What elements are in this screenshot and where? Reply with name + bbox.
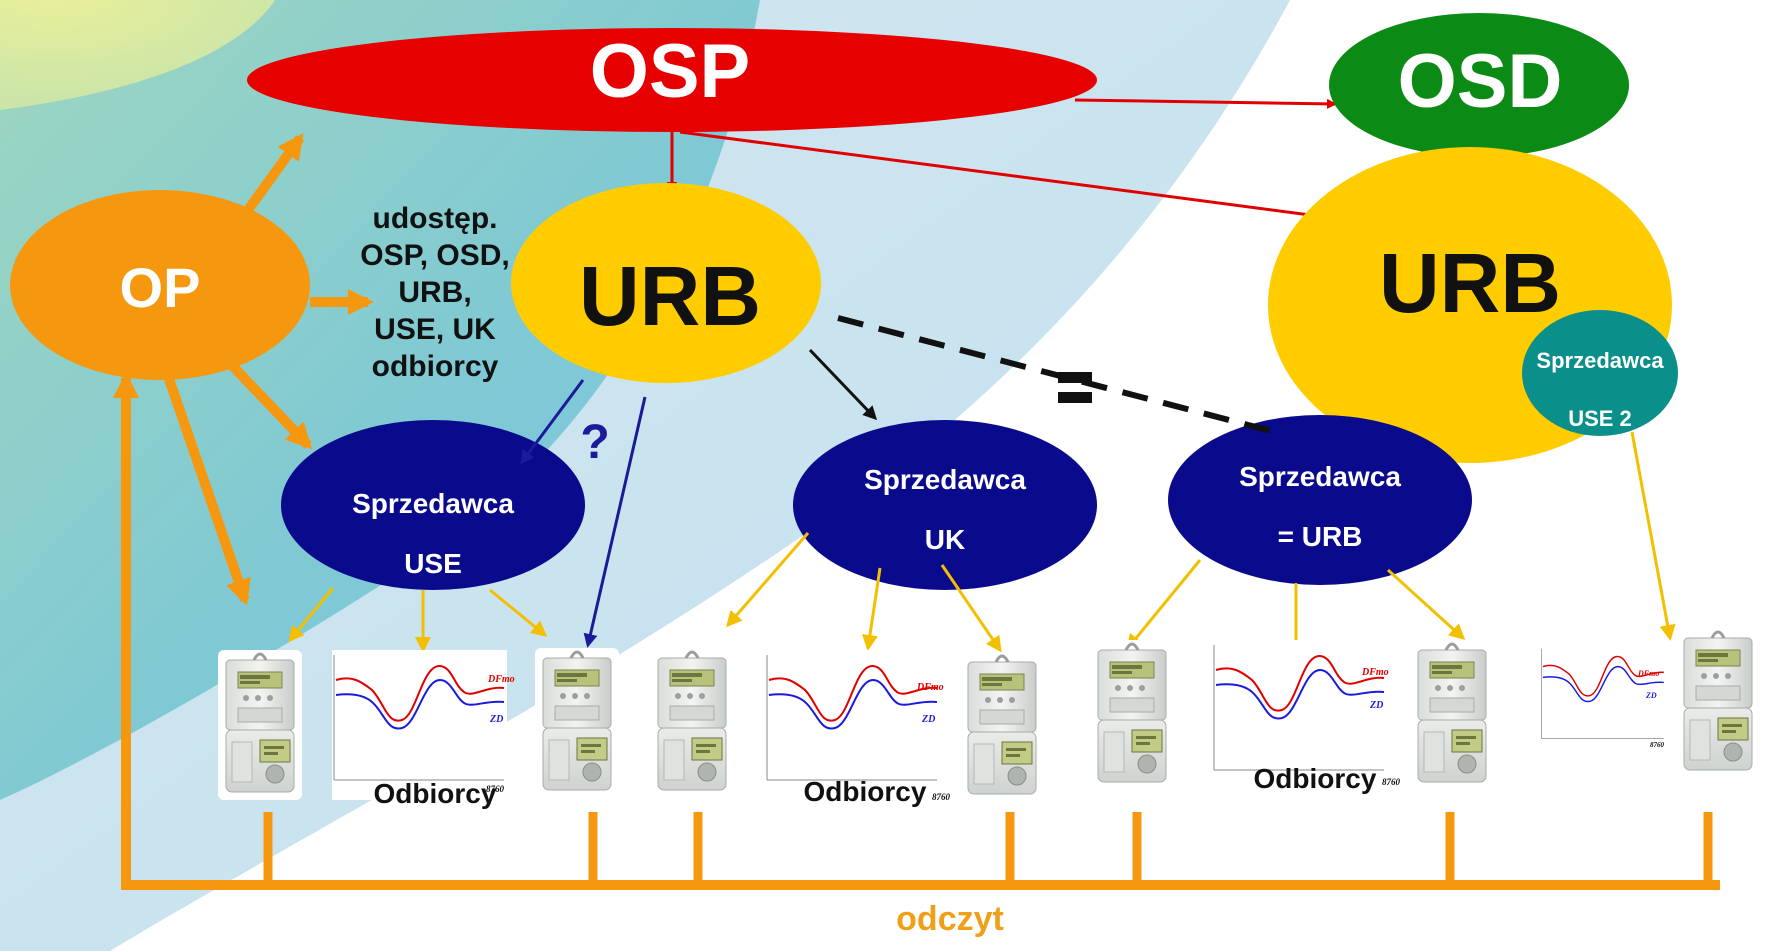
urb-right-label: URB (1379, 236, 1561, 330)
arrow-osp-to-osd (1074, 98, 1337, 109)
arrow-yellow (489, 588, 548, 637)
curve-red-label: DFmo (487, 674, 515, 685)
urb-ellipse[interactable] (511, 183, 821, 383)
seller-urb-ellipse[interactable] (1168, 415, 1472, 585)
seller-use-label: Sprzedawca USE (333, 474, 533, 594)
shared-with-line: USE, UK (374, 313, 496, 346)
curve-blue-label: ZD (1369, 700, 1383, 711)
shared-with-line: odbiorcy (371, 350, 499, 383)
osd-label: OSD (1397, 39, 1563, 124)
equals-sign (1058, 368, 1092, 406)
urb-label: URB (579, 249, 761, 343)
curve-red-label: DFmo (1637, 669, 1659, 678)
seller-uk-title: Sprzedawca (864, 464, 1026, 495)
axis-tick-label: 8760 (932, 792, 951, 802)
arrow-yellow (1630, 431, 1676, 641)
arrow-osp-to-urb-right (679, 130, 1335, 222)
axis-tick-label: 8760 (1650, 741, 1665, 749)
curve-blue-label: ZD (921, 714, 935, 725)
seller-uk-type: UK (924, 524, 966, 555)
seller-urb-label: Sprzedawca = URB (1220, 447, 1420, 567)
shared-with-line: OSP, OSD, (360, 239, 510, 272)
osp-ellipse[interactable] (247, 28, 1097, 132)
question-mark: ? (580, 416, 610, 469)
seller-urb-type: = URB (1277, 521, 1363, 552)
consumers-label: Odbiorcy (373, 778, 497, 809)
arrow-yellow (726, 532, 810, 628)
shared-with-list: udostęp. OSP, OSD, URB, USE, UK odbiorcy (330, 200, 540, 385)
background-swoosh-yellow (0, 0, 275, 110)
seller-use-ellipse[interactable] (281, 420, 585, 590)
axis-tick-label: 8760 (1382, 777, 1401, 787)
seller-use2-ellipse[interactable] (1522, 310, 1678, 436)
seller-urb-title: Sprzedawca (1239, 461, 1401, 492)
arrow-yellow (1386, 568, 1466, 641)
consumers-label: Odbiorcy (1253, 763, 1377, 794)
arrow-yellow (862, 567, 882, 651)
curve-blue-label: ZD (489, 714, 503, 725)
meter-icon (1674, 626, 1762, 780)
seller-use-title: Sprzedawca (352, 488, 514, 519)
seller-uk-label: Sprzedawca UK (845, 450, 1045, 570)
curve-red-label: DFmo (1361, 667, 1389, 678)
arrow-urb-to-meter (583, 396, 647, 648)
meter-icon (216, 648, 304, 802)
seller-use2-label: Sprzedawca USE 2 (1520, 332, 1680, 448)
meter-icon (533, 646, 621, 800)
bus-drops (263, 812, 1713, 885)
meter-icon (958, 650, 1046, 804)
arrow-op-to-meter (163, 374, 251, 606)
shared-with-line: URB, (398, 276, 472, 309)
arrow-urb-to-seller-use (520, 379, 585, 465)
arrow-op-to-seller-use (221, 354, 313, 450)
shared-with-line: udostęp. (372, 202, 498, 235)
seller-uk-ellipse[interactable] (793, 420, 1097, 590)
consumers-label: Odbiorcy (803, 776, 927, 807)
meter-icon (1408, 638, 1496, 792)
arrow-urb-to-seller-uk (808, 348, 878, 421)
osp-label: OSP (589, 29, 751, 114)
seller-use-type: USE (404, 548, 462, 579)
op-label: OP (119, 256, 201, 319)
arrow-yellow (940, 564, 1002, 653)
seller-use2-title: Sprzedawca (1536, 348, 1664, 373)
bus-label: odczyt (896, 900, 1004, 938)
arrow-yellow (1126, 559, 1202, 651)
dashed-urb-to-seller-urb (837, 315, 1276, 435)
arrow-yellow (288, 587, 335, 643)
op-ellipse[interactable] (10, 190, 310, 380)
meter-icon (648, 646, 736, 800)
meter-icon (1088, 638, 1176, 792)
axis-tick-label: 8760 (486, 784, 505, 794)
curve-red-label: DFmo (916, 682, 944, 693)
curve-blue-label: ZD (1645, 691, 1657, 700)
seller-use2-type: USE 2 (1568, 406, 1632, 431)
osd-ellipse[interactable] (1329, 13, 1629, 157)
